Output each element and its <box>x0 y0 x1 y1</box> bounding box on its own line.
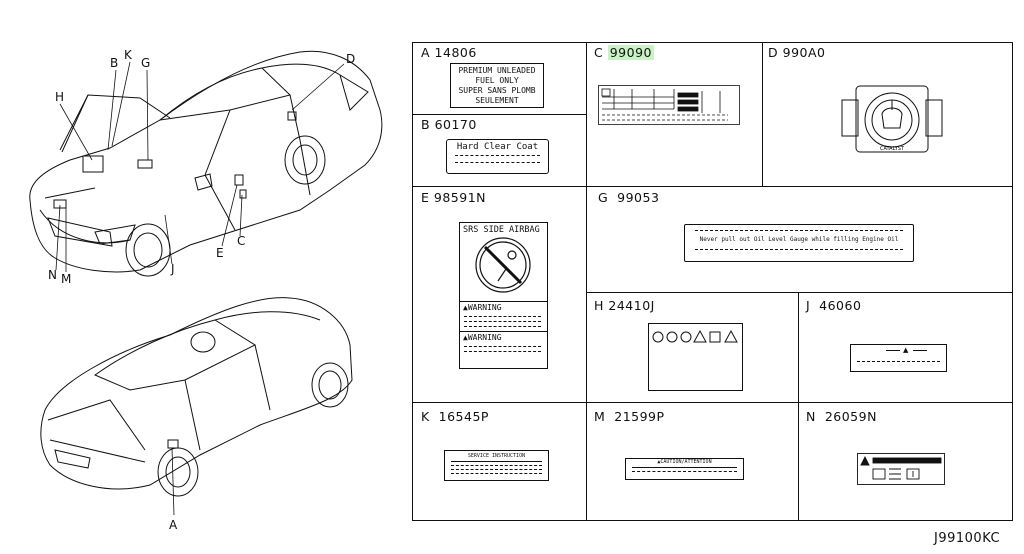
callout-j: J <box>171 262 175 276</box>
warning-triangle-icon: ▲ <box>903 346 909 354</box>
label-k-service-instruction: SERVICE INSTRUCTION <box>444 450 549 481</box>
callout-h: H <box>55 90 65 104</box>
label-j: ▲ <box>850 344 947 372</box>
label-e-srs-airbag: SRS SIDE AIRBAG ▲WARNING ▲WARNING <box>459 222 548 369</box>
cell-j-title: J 46060 <box>806 298 862 313</box>
car-rear-view-drawing <box>40 297 353 516</box>
callout-c: C <box>237 234 246 248</box>
cell-k-title: K 16545P <box>421 409 489 424</box>
cell-h-title: H 24410J <box>594 298 655 313</box>
callout-m: M <box>61 272 72 286</box>
callout-e: E <box>216 246 224 260</box>
callout-n: N <box>48 268 57 282</box>
callout-d: D <box>346 52 356 66</box>
callout-a: A <box>169 518 178 532</box>
cell-d-title: D 990A0 <box>768 45 826 60</box>
label-g-oil-gauge: Never pull out Oil Level Gauge while fil… <box>684 224 914 262</box>
airbag-warning-icon <box>475 237 531 293</box>
callout-k: K <box>124 48 132 62</box>
cell-b-title: B 60170 <box>421 117 477 132</box>
cell-e-title: E 98591N <box>421 190 487 205</box>
caution-text: CAUTION/ATTENTION <box>660 459 712 465</box>
callout-g: G <box>141 56 151 70</box>
cell-a-title: A 14806 <box>421 45 477 60</box>
cell-g-title: G 99053 <box>598 190 660 205</box>
cell-n-title: N 26059N <box>806 409 877 424</box>
cell-c-title: C 99090 <box>594 45 654 60</box>
catalyst-text: CATALYST <box>880 146 905 152</box>
car-front-view-drawing <box>29 50 383 277</box>
label-h-battery-symbols <box>648 323 743 391</box>
warning-2-text: WARNING <box>467 333 502 342</box>
cell-m-title: M 21599P <box>594 409 665 424</box>
document-code: J99100KC <box>934 531 1001 546</box>
label-a-fuel: PREMIUM UNLEADED FUEL ONLY SUPER SANS PL… <box>450 63 544 108</box>
label-d-catalyst: CATALYST <box>841 85 943 153</box>
label-n-warning-symbols <box>857 453 945 485</box>
label-m-caution: ▲CAUTION/ATTENTION <box>625 458 744 480</box>
callout-b: B <box>110 56 119 70</box>
label-b-clear-coat: Hard Clear Coat <box>446 139 549 174</box>
warning-1-text: WARNING <box>467 303 502 312</box>
label-c-tire-info <box>598 85 740 125</box>
